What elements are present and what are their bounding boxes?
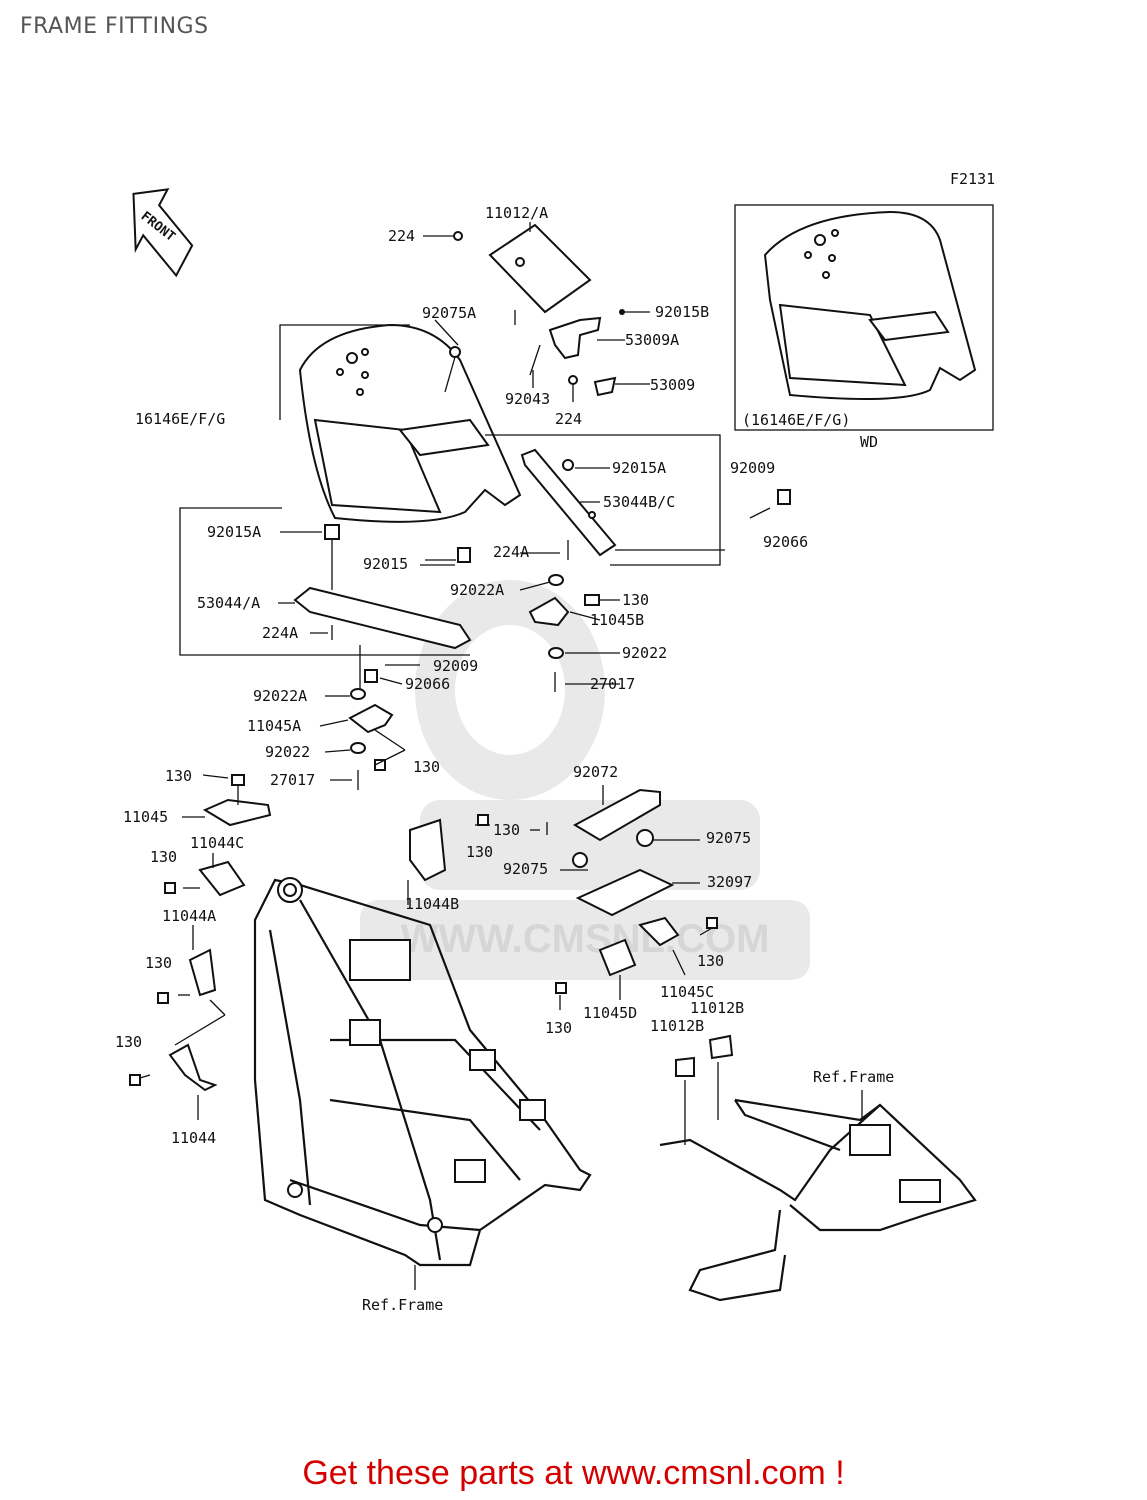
- fastener-stack-right: [528, 594, 600, 692]
- bracket-53044bc: [520, 448, 725, 586]
- label-16146: 16146E/F/G: [135, 410, 225, 428]
- label-11045c: 11045C: [660, 983, 714, 1001]
- label-92075-b: 92075: [503, 860, 548, 878]
- label-27017-right: 27017: [590, 675, 635, 693]
- part-labels: 11012/A 224 92015B 92075A 53009A 92043 5…: [115, 204, 894, 1314]
- label-130-f: 130: [150, 848, 177, 866]
- label-32097: 32097: [707, 873, 752, 891]
- label-11012b-a: 11012B: [690, 999, 744, 1017]
- bracket-53009: [529, 309, 650, 402]
- label-92022-right: 92022: [622, 644, 667, 662]
- watermark-logo: [360, 580, 810, 980]
- fastener-stack: [348, 645, 420, 790]
- label-11012a: 11012/A: [485, 204, 548, 222]
- label-ref-frame-right: Ref.Frame: [813, 1068, 894, 1086]
- label-224a-right: 224A: [493, 543, 529, 561]
- label-130-d: 130: [493, 821, 520, 839]
- label-130-i: 130: [545, 1019, 572, 1037]
- label-11012b-b: 11012B: [650, 1017, 704, 1035]
- label-53009: 53009: [650, 376, 695, 394]
- label-11045b: 11045B: [590, 611, 644, 629]
- front-arrow-icon: FRONT: [132, 188, 194, 278]
- label-92075: 92075: [706, 829, 751, 847]
- main-frame: [253, 877, 592, 1290]
- label-92009-left: 92009: [433, 657, 478, 675]
- label-11044a: 11044A: [162, 907, 216, 925]
- label-92015: 92015: [363, 555, 408, 573]
- label-130-b: 130: [413, 758, 440, 776]
- brackets-left: [129, 774, 489, 1092]
- label-11044b: 11044B: [405, 895, 459, 913]
- label-53044bc: 53044B/C: [603, 493, 675, 511]
- label-224a-left: 224A: [262, 624, 298, 642]
- battery-holder: [546, 785, 700, 917]
- label-92043: 92043: [505, 390, 550, 408]
- label-224-mid: 224: [555, 410, 582, 428]
- side-cover: [298, 319, 522, 523]
- label-11045a: 11045A: [247, 717, 301, 735]
- label-92022-left: 92022: [265, 743, 310, 761]
- label-92009-right: 92009: [730, 459, 775, 477]
- label-92072: 92072: [573, 763, 618, 781]
- inset-caption: (16146E/F/G): [742, 411, 850, 429]
- label-11044: 11044: [171, 1129, 216, 1147]
- label-92022a-left: 92022A: [253, 687, 307, 705]
- cover-plate: [423, 222, 592, 325]
- label-11045: 11045: [123, 808, 168, 826]
- label-92015a-left: 92015A: [207, 523, 261, 541]
- label-92022a-right: 92022A: [450, 581, 504, 599]
- label-11044c: 11044C: [190, 834, 244, 852]
- label-130-c: 130: [165, 767, 192, 785]
- sub-frame: [659, 1062, 977, 1302]
- page-title: FRAME FITTINGS: [20, 14, 209, 39]
- label-92066-right: 92066: [763, 533, 808, 551]
- label-92015a-right: 92015A: [612, 459, 666, 477]
- label-ref-frame-bottom: Ref.Frame: [362, 1296, 443, 1314]
- label-92075a: 92075A: [422, 304, 476, 322]
- label-11045d: 11045D: [583, 1004, 637, 1022]
- label-130-g: 130: [145, 954, 172, 972]
- label-130-h: 130: [697, 952, 724, 970]
- bracket-53044a: [280, 524, 472, 650]
- label-53009a: 53009A: [625, 331, 679, 349]
- bracket-11045c: [555, 916, 734, 1077]
- label-53044a: 53044/A: [197, 594, 260, 612]
- label-130-j: 130: [115, 1033, 142, 1051]
- inset-box: (16146E/F/G) WD: [734, 204, 994, 451]
- figure-code: F2131: [950, 170, 995, 188]
- label-130-a: 130: [622, 591, 649, 609]
- label-27017-left: 27017: [270, 771, 315, 789]
- bolt-92009-right: [749, 489, 791, 519]
- promo-footer-link[interactable]: Get these parts at www.cmsnl.com !: [302, 1454, 845, 1492]
- inset-region: WD: [860, 433, 878, 451]
- label-92015b: 92015B: [655, 303, 709, 321]
- label-224-top: 224: [388, 227, 415, 245]
- label-130-e: 130: [466, 843, 493, 861]
- leader-lines: [139, 552, 713, 1120]
- label-92066-left: 92066: [405, 675, 450, 693]
